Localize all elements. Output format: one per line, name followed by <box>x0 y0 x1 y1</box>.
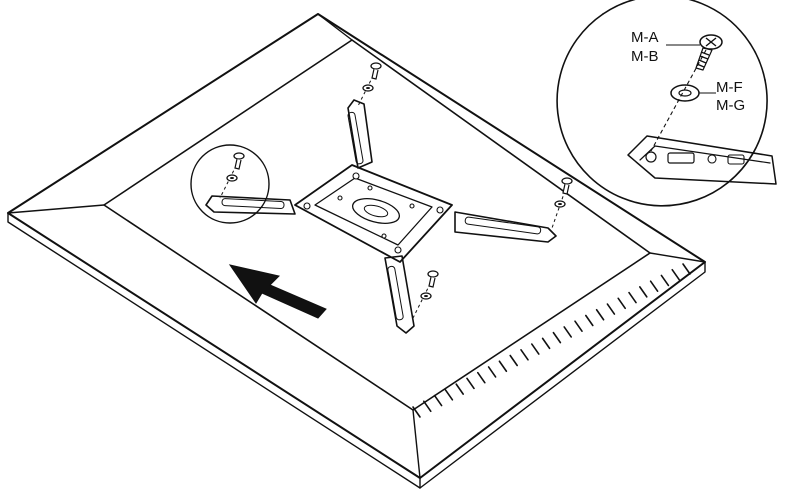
vent-slot <box>498 360 508 373</box>
tv-back-panel <box>7 13 706 489</box>
washer-icon <box>362 84 374 92</box>
callout-detail: M-A M-B M-F M-G <box>556 0 777 207</box>
tv-inner-panel <box>103 39 651 411</box>
vent-slot <box>628 291 637 304</box>
vent-slot <box>520 348 529 361</box>
washer-icon <box>554 200 566 208</box>
vent-slot <box>455 383 465 395</box>
vent-slot <box>638 286 648 298</box>
bracket-arm-bottom <box>384 255 415 334</box>
vent-slot <box>466 377 475 390</box>
vent-slot <box>671 268 681 281</box>
vent-slot <box>552 331 562 344</box>
vent-slot <box>660 274 670 287</box>
vent-slot <box>649 280 659 292</box>
fastener-set <box>219 62 573 321</box>
screw-icon <box>233 152 245 170</box>
washer-icon <box>420 292 432 300</box>
vent-slot <box>487 366 497 378</box>
vent-slot <box>595 308 605 321</box>
screw-label-a: M-A <box>631 29 659 46</box>
screw-icon <box>370 62 382 80</box>
bracket-arm-right <box>454 211 557 243</box>
arrow-icon <box>228 264 327 319</box>
tv-edge-section <box>627 135 777 185</box>
washer-label-g: M-G <box>716 97 745 114</box>
vent-slots <box>412 263 691 418</box>
washer-icon <box>670 84 700 102</box>
wall-mount-bracket <box>205 99 557 334</box>
washer-icon <box>226 174 238 182</box>
vent-slot <box>584 314 594 327</box>
washer-label-f: M-F <box>716 79 743 96</box>
screw-icon <box>695 34 723 71</box>
detail-circle-small <box>190 144 270 224</box>
bracket-center-plate <box>294 164 453 263</box>
tv-outer-frame <box>7 13 706 479</box>
vent-slot <box>563 326 573 338</box>
vent-slot <box>476 371 486 384</box>
bracket-arm-top <box>347 99 373 169</box>
screw-icon <box>427 270 439 288</box>
vent-slot <box>617 297 627 310</box>
bracket-arm-left <box>205 195 296 215</box>
vent-slot <box>574 320 583 333</box>
vent-slot <box>412 406 421 418</box>
vent-slot <box>444 389 454 401</box>
vent-slot <box>541 337 551 350</box>
vent-slot <box>422 400 432 413</box>
vent-slot <box>509 354 519 367</box>
screw-icon <box>561 177 573 195</box>
vent-slot <box>530 343 540 355</box>
vent-slot <box>606 303 616 315</box>
vent-slot <box>682 263 691 275</box>
vent-slot <box>433 394 443 407</box>
screw-label-b: M-B <box>631 48 659 65</box>
